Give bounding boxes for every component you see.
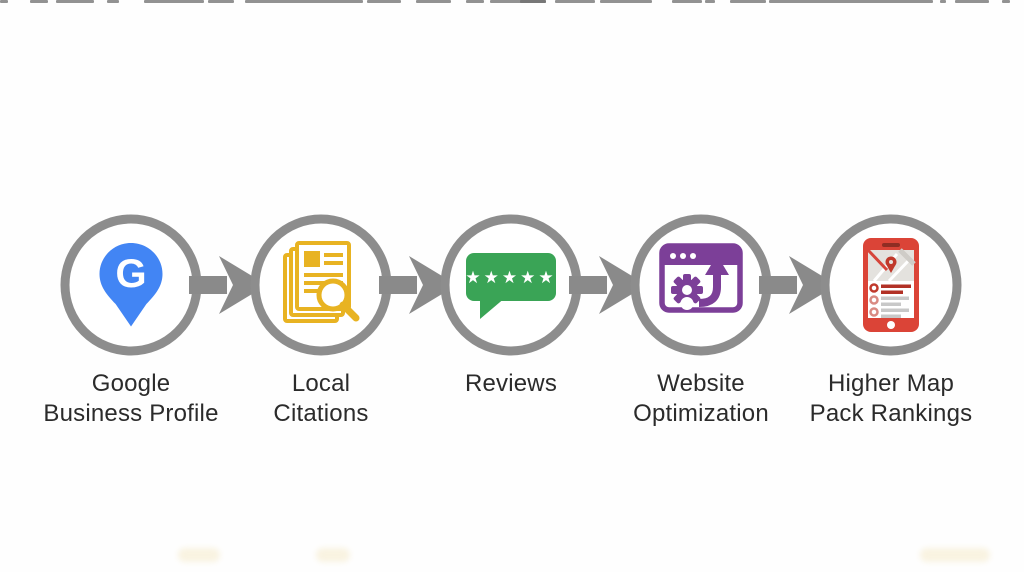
- step-label-higher-map-pack-rankings: Higher Map Pack Rankings: [761, 369, 1021, 429]
- bottom-smudge-artifact: [178, 548, 220, 562]
- step-circle-reviews: ★★★★★: [440, 214, 582, 356]
- cropped-text-artifact: [144, 0, 204, 3]
- phone-home-button: [887, 321, 895, 329]
- cropped-text-artifact: [245, 0, 363, 3]
- step-label-website-optimization: Website Optimization: [571, 369, 831, 429]
- bottom-smudge-artifact: [920, 548, 990, 562]
- map-thumbnail: [866, 248, 916, 283]
- cropped-text-artifact: [940, 0, 946, 3]
- label-line: Higher Map: [827, 370, 955, 397]
- step-label-local-citations: Local Citations: [191, 369, 451, 429]
- label-line: Reviews: [464, 370, 558, 397]
- review-bubble-stars-icon: ★★★★★: [465, 253, 556, 319]
- website-gear-icon: [659, 243, 743, 313]
- cropped-text-artifact: [955, 0, 989, 3]
- arrow-right-icon: [569, 256, 647, 314]
- label-line: Local: [291, 370, 351, 397]
- browser-dots-icon: [670, 253, 696, 259]
- cropped-text-artifact: [672, 0, 702, 3]
- phone-map-icon: [863, 238, 919, 332]
- cropped-text-artifact: [490, 0, 546, 3]
- arrow-right-icon: [189, 256, 267, 314]
- cropped-text-artifact: [600, 0, 652, 3]
- phone-speaker: [882, 243, 900, 247]
- map-pin-icon: [885, 256, 897, 273]
- label-line: Business Profile: [43, 400, 219, 427]
- step-circle-google-business-profile: G: [60, 214, 202, 356]
- google-map-pin-icon: G: [99, 243, 163, 327]
- step-circle-website-optimization: [630, 214, 772, 356]
- step-circle-local-citations: [250, 214, 392, 356]
- magnifier-icon: [316, 278, 350, 312]
- arrow-right-icon: [379, 256, 457, 314]
- cropped-text-artifact: [1002, 0, 1010, 3]
- cropped-text-artifact: [705, 0, 715, 3]
- cropped-text-artifact: [0, 0, 8, 3]
- ranking-list: [869, 283, 911, 318]
- cropped-text-artifact: [56, 0, 94, 3]
- cropped-text-artifact: [416, 0, 451, 3]
- cropped-text-artifact: [769, 0, 933, 3]
- cropped-text-artifact: [367, 0, 401, 3]
- label-line: Optimization: [633, 400, 769, 427]
- step-circle-higher-map-pack-rankings: [820, 214, 962, 356]
- cropped-text-artifact: [555, 0, 595, 3]
- cropped-text-artifact: [520, 0, 546, 3]
- step-label-reviews: Reviews: [381, 369, 641, 399]
- cropped-text-artifact: [30, 0, 48, 3]
- growth-arrow-icon: [698, 255, 729, 307]
- cropped-text-artifact: [466, 0, 484, 3]
- cropped-text-artifact: [107, 0, 119, 3]
- label-line: Website: [657, 370, 745, 397]
- cropped-text-artifact: [208, 0, 234, 3]
- step-label-google-business-profile: Google Business Profile: [1, 369, 261, 429]
- label-line: Google: [91, 370, 171, 397]
- label-line: Citations: [273, 400, 369, 427]
- bottom-smudge-artifact: [316, 548, 350, 562]
- gear-icon: [671, 274, 703, 310]
- citations-documents-icon: [283, 241, 360, 323]
- label-line: Pack Rankings: [809, 400, 973, 427]
- five-stars-icon: ★★★★★: [465, 268, 556, 288]
- arrow-right-icon: [759, 256, 837, 314]
- cropped-text-artifact: [730, 0, 766, 3]
- google-g-glyph: G: [115, 252, 146, 296]
